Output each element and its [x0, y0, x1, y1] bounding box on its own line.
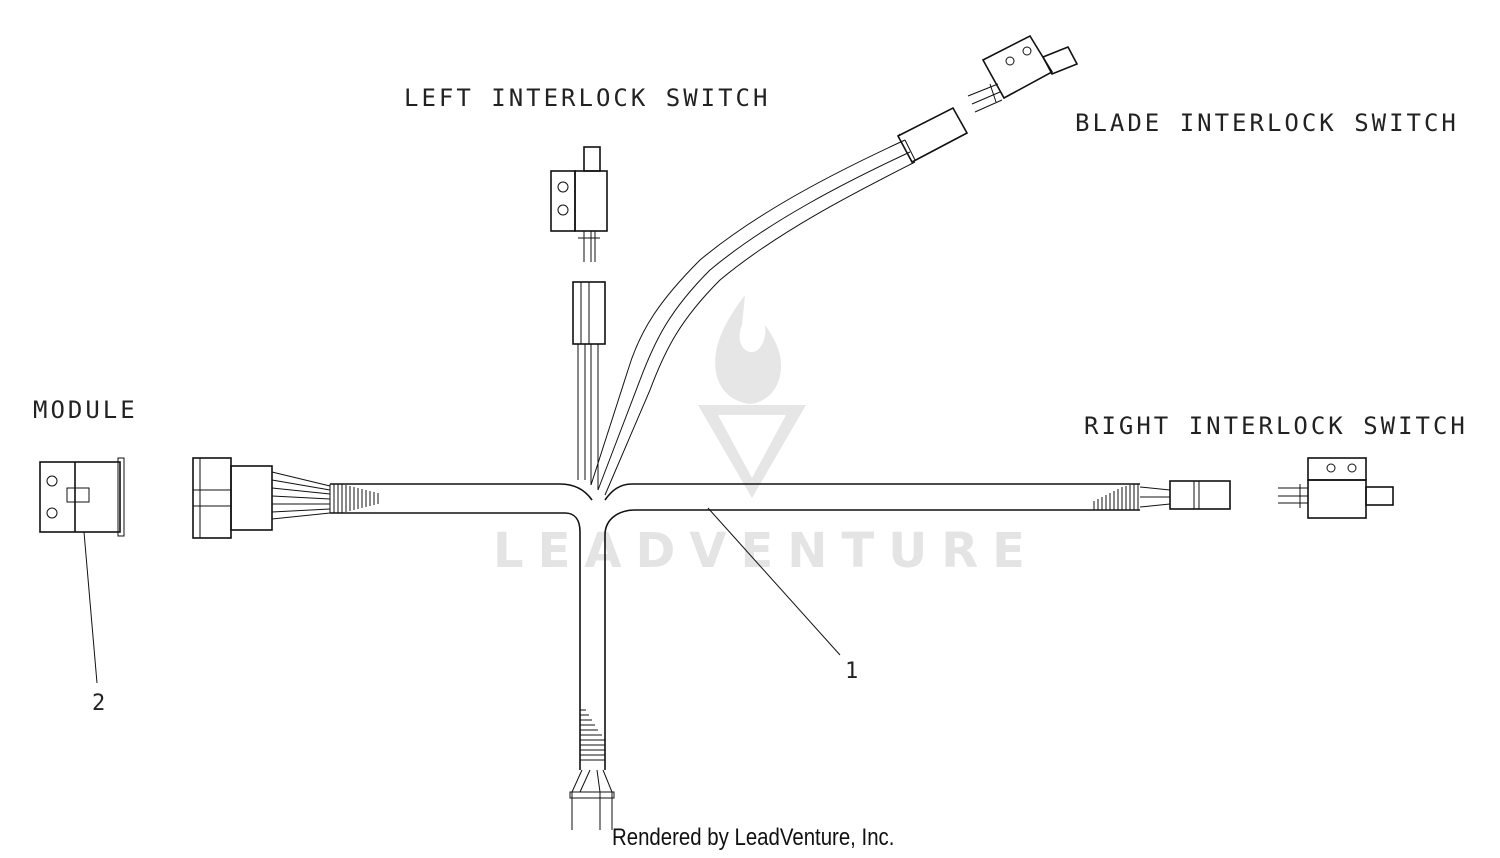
left-switch-label: LEFT INTERLOCK SWITCH — [404, 84, 770, 112]
watermark: LEADVENTURE — [493, 295, 1039, 579]
callout-module: 2 — [92, 691, 105, 716]
credit-text: Rendered by LeadVenture, Inc. — [612, 824, 895, 851]
left-switch-harness-connector — [572, 281, 606, 345]
module-harness-connector — [192, 457, 273, 539]
blade-switch-label: BLADE INTERLOCK SWITCH — [1075, 109, 1459, 137]
right-interlock-switch — [1278, 457, 1394, 519]
right-switch-label: RIGHT INTERLOCK SWITCH — [1084, 412, 1468, 440]
module-part — [39, 457, 125, 537]
callout-harness: 1 — [845, 659, 858, 684]
flame-logo-icon — [698, 295, 806, 498]
leader-lines — [83, 507, 841, 684]
left-interlock-switch — [550, 146, 608, 262]
module-label: MODULE — [33, 396, 138, 424]
wire-harness — [271, 139, 1171, 830]
blade-interlock-switch — [967, 34, 1079, 113]
blade-switch-harness-connector — [896, 106, 969, 164]
right-switch-harness-connector — [1169, 480, 1231, 510]
watermark-text: LEADVENTURE — [493, 523, 1039, 579]
